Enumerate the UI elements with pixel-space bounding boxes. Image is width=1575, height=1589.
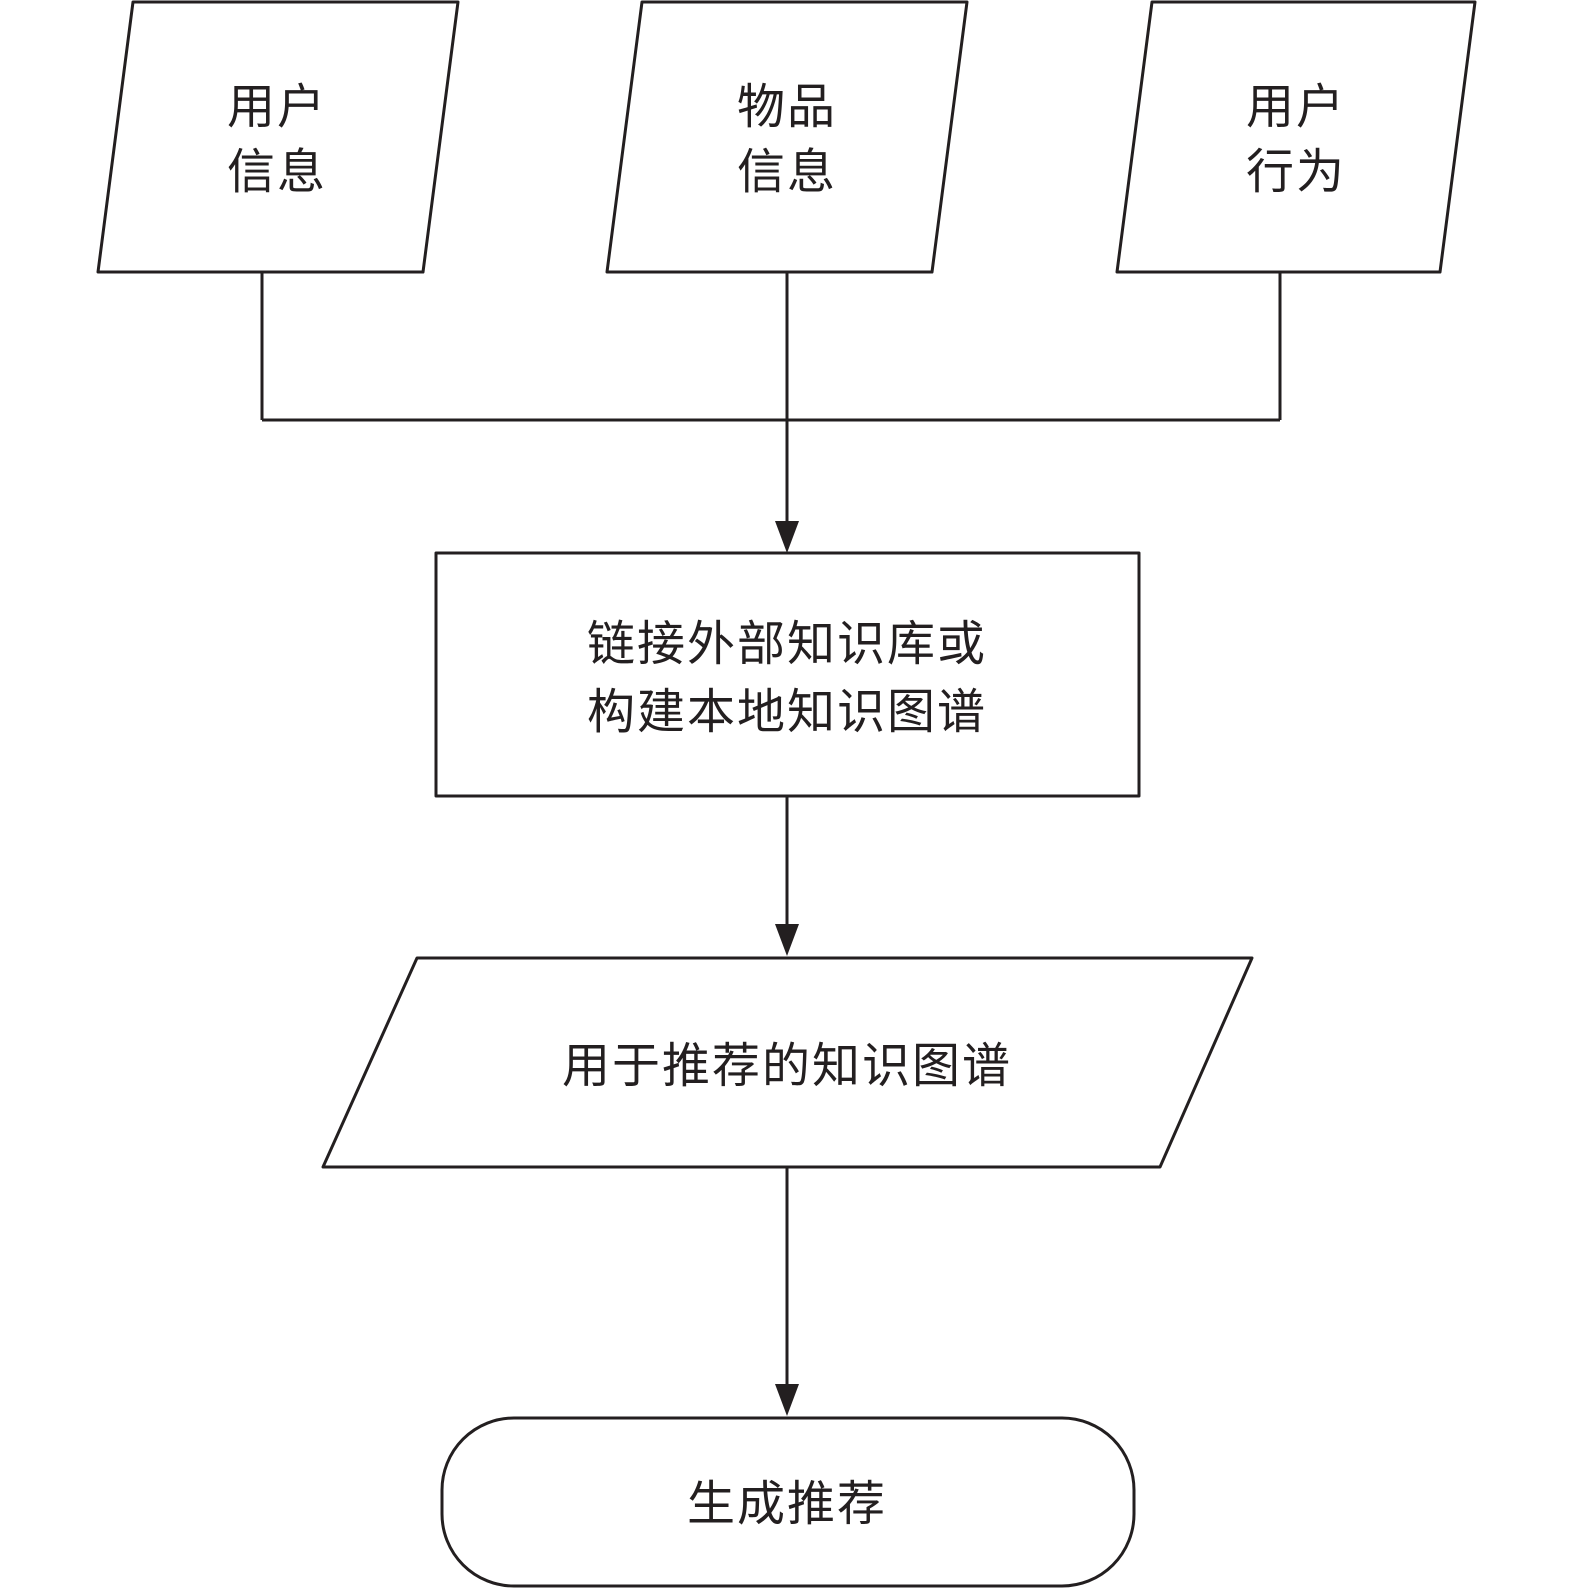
arrow-to-rec-kg-head (775, 924, 799, 956)
rec-kg-shape (321, 956, 1254, 1169)
build-kg-node: 链接外部知识库或 构建本地知识图谱 (434, 551, 1141, 798)
rec-kg-label: 用于推荐的知识图谱 (562, 1038, 1012, 1094)
item-info-shape (605, 0, 969, 274)
item-info-label-line1: 物品 (737, 79, 837, 135)
arrow-to-build-kg-head (775, 521, 799, 553)
item-info-node: 物品 信息 (605, 0, 969, 274)
user-behavior-label-line1: 用户 (1246, 79, 1346, 135)
generate-shape (440, 1416, 1136, 1588)
user-info-shape (96, 0, 460, 274)
user-behavior-label-line2: 行为 (1246, 144, 1346, 200)
build-kg-label-line2: 构建本地知识图谱 (587, 684, 987, 740)
item-info-label-line2: 信息 (737, 144, 837, 200)
user-info-label-line2: 信息 (227, 144, 327, 200)
user-info-node: 用户 信息 (96, 0, 460, 274)
generate-node: 生成推荐 (440, 1416, 1136, 1588)
arrow-to-generate-head (775, 1384, 799, 1416)
generate-label: 生成推荐 (687, 1476, 887, 1532)
user-behavior-shape (1115, 0, 1477, 274)
user-info-label-line1: 用户 (227, 79, 327, 135)
rec-kg-node: 用于推荐的知识图谱 (321, 956, 1254, 1169)
build-kg-shape (434, 551, 1141, 798)
build-kg-label-line1: 链接外部知识库或 (587, 616, 987, 672)
user-behavior-node: 用户 行为 (1115, 0, 1477, 274)
